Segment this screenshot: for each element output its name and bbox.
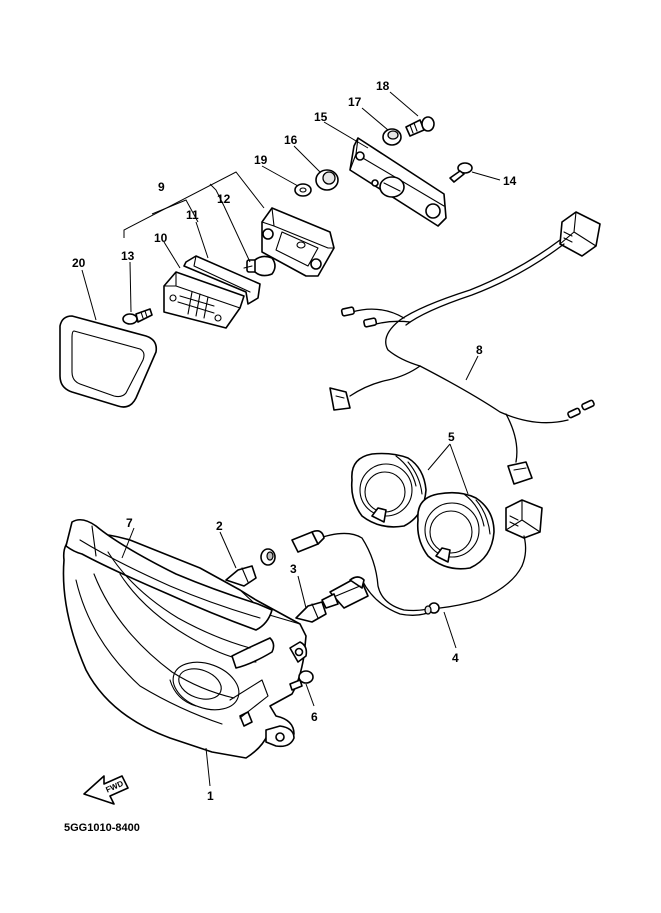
- callout-13: 13: [121, 249, 135, 263]
- part-14-screw: [449, 162, 473, 183]
- part-17-collar: [382, 128, 402, 146]
- part-15-bracket: [349, 137, 447, 227]
- part-3-bulb: [295, 601, 327, 623]
- part-12-bulb: [243, 255, 276, 277]
- callout-3: 3: [290, 562, 297, 576]
- callout-17: 17: [348, 95, 362, 109]
- part-5-dust-cover-lower: [416, 491, 495, 570]
- callout-9: 9: [158, 180, 165, 194]
- callout-16: 16: [284, 133, 298, 147]
- part-5-dust-cover-upper: [350, 452, 427, 528]
- callout-5: 5: [448, 430, 455, 444]
- part-11-gasket: [183, 255, 261, 305]
- callout-15: 15: [314, 110, 328, 124]
- part-20-lens-frame: [59, 315, 158, 408]
- callout-4: 4: [452, 651, 459, 665]
- part-19-washer: [294, 183, 312, 197]
- part-8-wire-harness: [329, 211, 601, 485]
- callout-14: 14: [503, 174, 517, 188]
- callout-8: 8: [476, 343, 483, 357]
- callout-20: 20: [72, 256, 86, 270]
- part-7-trim-frame: [65, 518, 275, 669]
- part-6-screw: [289, 670, 314, 691]
- part-10-marker-lens: [163, 271, 245, 329]
- callout-6: 6: [311, 710, 318, 724]
- callout-12: 12: [217, 192, 231, 206]
- part-2-bulb: [225, 565, 257, 587]
- part-16-grommet: [315, 169, 339, 191]
- callout-2: 2: [216, 519, 223, 533]
- part-4-socket-harness: [260, 530, 523, 616]
- part-9-marker-housing: [261, 207, 335, 277]
- part-18-bolt: [405, 116, 435, 137]
- callout-10: 10: [154, 231, 168, 245]
- leader-lines: [81, 91, 501, 787]
- fwd-arrow-icon: FWD: [83, 775, 129, 805]
- callout-11: 11: [186, 208, 199, 222]
- diagram-code: 5GG1010-8400: [64, 822, 140, 834]
- part-13-screw: [122, 308, 153, 325]
- callout-1: 1: [207, 789, 214, 803]
- callout-labels: 1 2 3 4 5 6 7 8 9 10 11 12 13 14 15 16 1…: [72, 79, 517, 803]
- callout-7: 7: [126, 516, 133, 530]
- headlight-coupler: [505, 499, 543, 567]
- callout-19: 19: [254, 153, 268, 167]
- callout-18: 18: [376, 79, 390, 93]
